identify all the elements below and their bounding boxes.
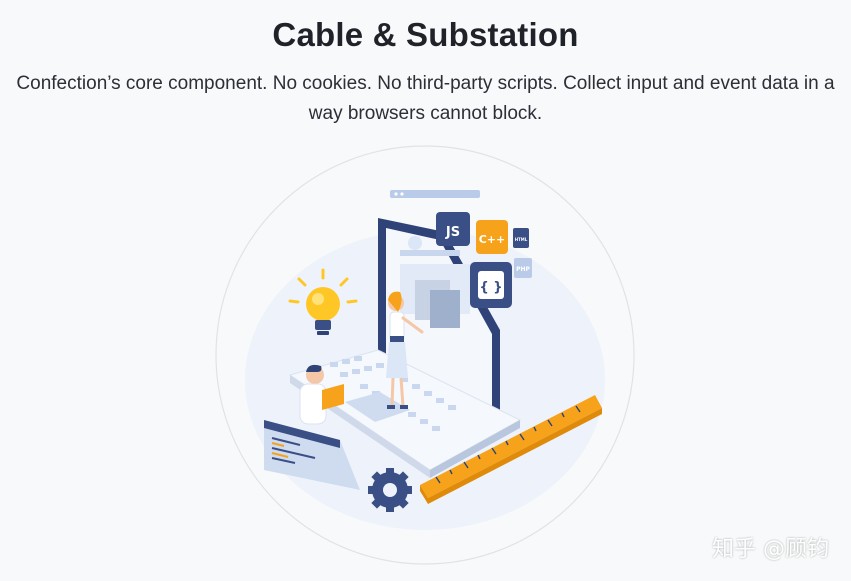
user-icon <box>408 236 422 250</box>
standing-developer <box>386 291 424 409</box>
js-tag: JS <box>436 212 470 246</box>
svg-text:JS: JS <box>445 225 460 240</box>
braces-tag: { } <box>470 262 512 308</box>
svg-text:C++: C++ <box>479 233 506 246</box>
code-panel <box>264 420 360 490</box>
html-tag: HTML <box>513 228 529 248</box>
page-subtitle: Confection’s core component. No cookies.… <box>16 73 835 124</box>
svg-text:HTML: HTML <box>515 237 528 242</box>
outer-circle <box>215 145 635 565</box>
ruler <box>420 395 602 504</box>
php-tag: PHP <box>514 258 532 278</box>
gear-icon <box>368 468 412 512</box>
svg-text:{ }: { } <box>479 280 502 295</box>
laptop-keyboard <box>288 349 522 478</box>
watermark: 知乎 @顾钧 <box>712 537 829 562</box>
window-strip <box>390 190 480 198</box>
sitting-developer <box>299 364 344 425</box>
trackpad <box>345 392 410 422</box>
developer-illustration: JS C++ HTML PHP { } <box>215 145 635 565</box>
cpp-tag: C++ <box>476 220 508 254</box>
lightbulb-icon <box>288 268 358 335</box>
svg-text:PHP: PHP <box>516 266 530 273</box>
page-title: Cable & Substation <box>272 16 579 53</box>
